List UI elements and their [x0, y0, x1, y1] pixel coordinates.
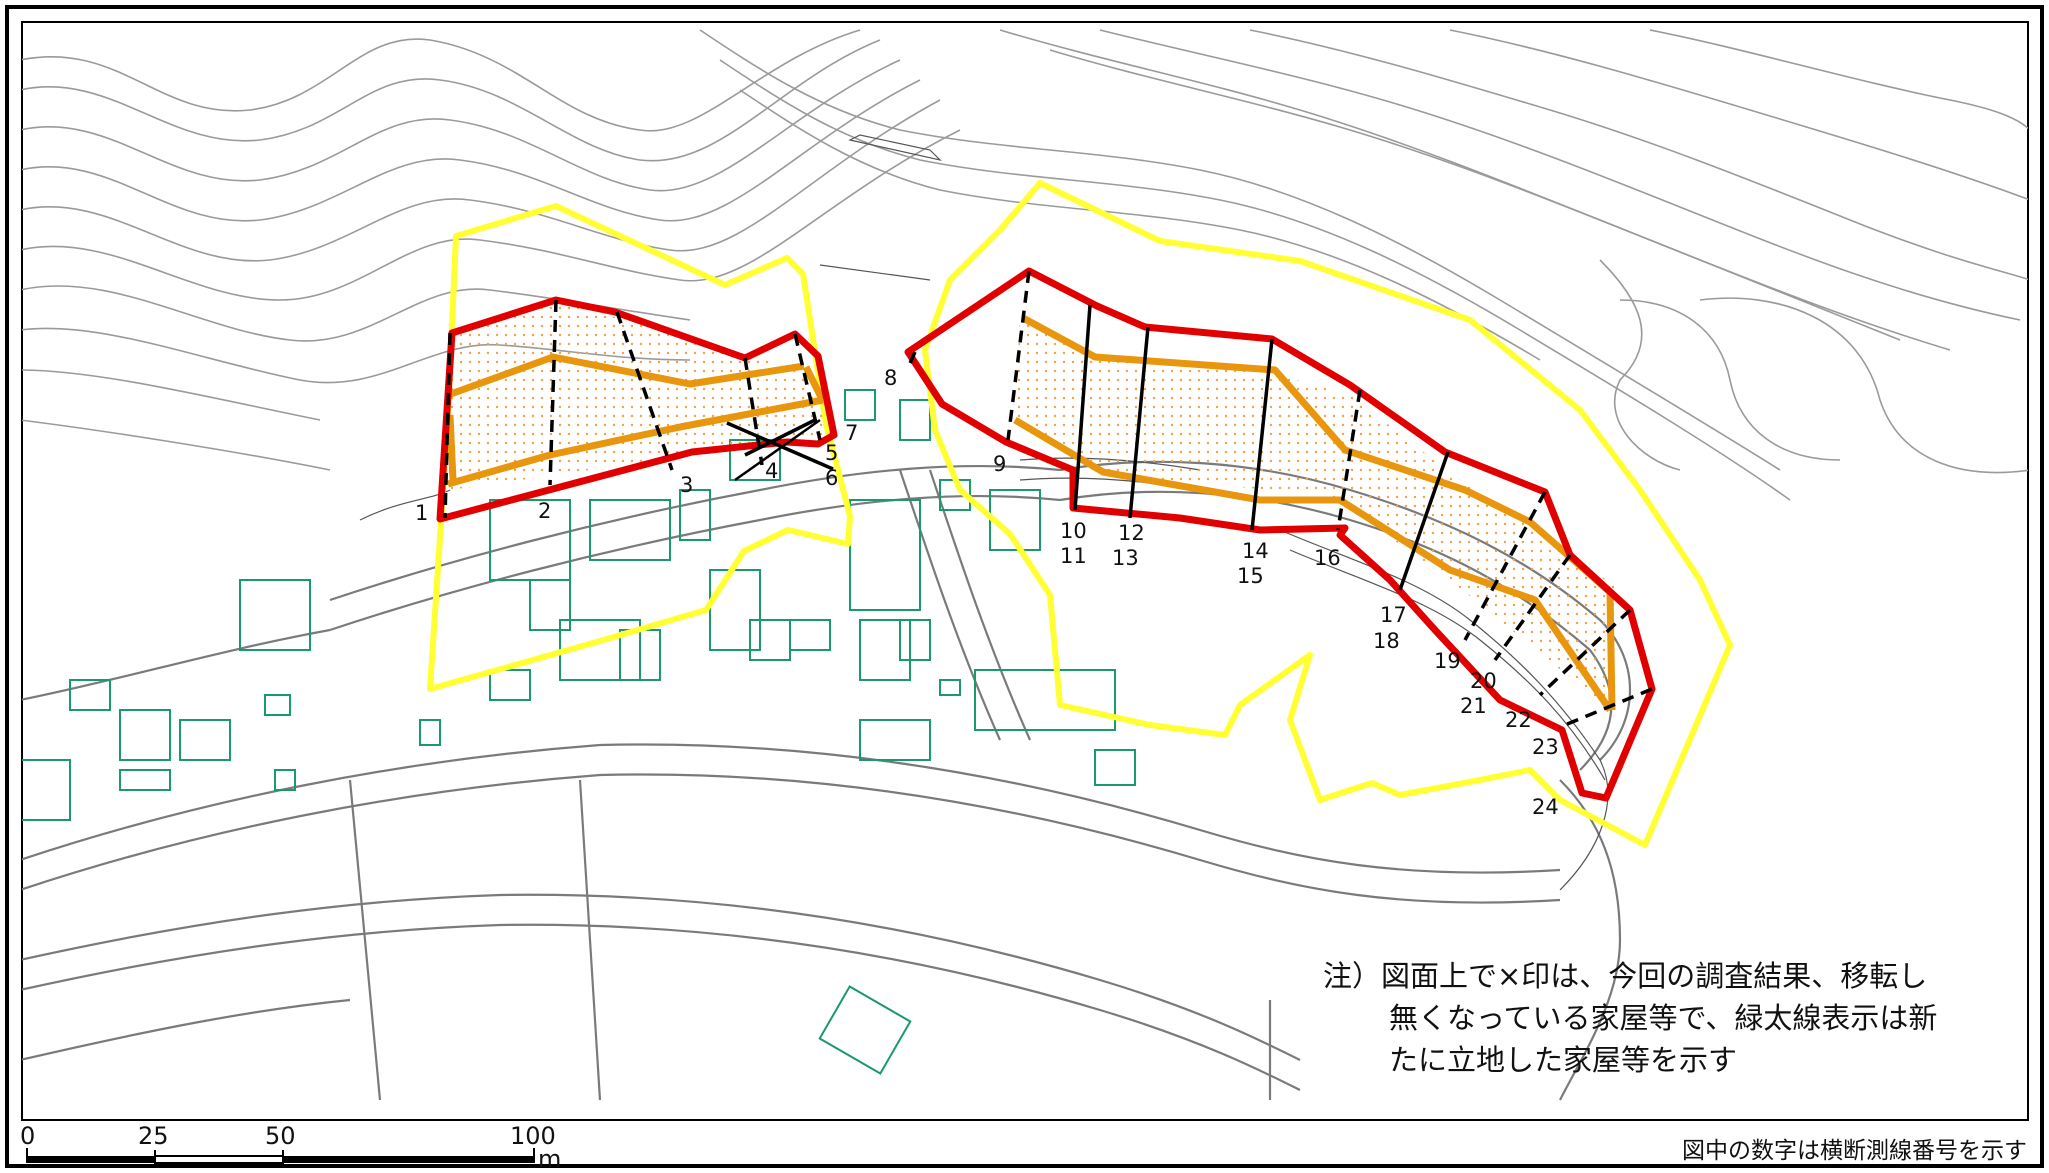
hatched-zone	[450, 300, 1620, 710]
section-label-19: 19	[1434, 649, 1461, 673]
note-line-3: たに立地した家屋等を示す	[1389, 1043, 1738, 1077]
section-label-20: 20	[1470, 669, 1497, 693]
section-label-1: 1	[415, 501, 428, 525]
section-label-6: 6	[825, 466, 838, 490]
section-number-labels: 1 2 3 4 5 6 7 8 9 10 11 12 13 14 15 16 1…	[415, 366, 1559, 819]
scale-tick-100: 100	[510, 1122, 556, 1150]
scale-tick-25: 25	[138, 1122, 169, 1150]
scale-tick-50: 50	[265, 1122, 296, 1150]
scale-tick-0: 0	[20, 1122, 36, 1150]
section-label-13: 13	[1112, 546, 1139, 570]
section-label-18: 18	[1373, 629, 1400, 653]
section-label-16: 16	[1314, 546, 1341, 570]
note-line-1: 注）図面上で×印は、今回の調査結果、移転し	[1323, 959, 1928, 993]
section-label-24: 24	[1532, 795, 1559, 819]
section-label-10: 10	[1060, 519, 1087, 543]
section-label-22: 22	[1505, 708, 1532, 732]
section-label-4: 4	[765, 459, 778, 483]
section-label-8: 8	[884, 366, 897, 390]
section-label-3: 3	[680, 473, 693, 497]
section-label-2: 2	[538, 499, 551, 523]
x-mark-icon	[726, 418, 834, 482]
scale-bar	[26, 1148, 535, 1164]
buildings	[22, 389, 1136, 1075]
section-label-14: 14	[1242, 539, 1269, 563]
scale-unit: m	[538, 1145, 562, 1173]
inner-boundary	[436, 267, 1656, 802]
section-label-15: 15	[1237, 564, 1264, 588]
section-label-7: 7	[845, 421, 858, 445]
map-note: 注）図面上で×印は、今回の調査結果、移転し 無くなっている家屋等で、緑太線表示は…	[1323, 955, 2043, 1081]
section-label-23: 23	[1532, 735, 1559, 759]
section-label-9: 9	[993, 452, 1006, 476]
contour-lines	[22, 29, 2028, 501]
section-label-21: 21	[1460, 694, 1487, 718]
outer-boundary	[427, 180, 1733, 848]
section-label-12: 12	[1118, 521, 1145, 545]
section-label-17: 17	[1380, 603, 1407, 627]
section-label-11: 11	[1060, 544, 1087, 568]
footer-note: 図中の数字は横断測線番号を示す	[1682, 1138, 2027, 1164]
map-border	[21, 21, 2029, 1121]
section-label-5: 5	[825, 441, 838, 465]
outer-frame	[5, 5, 2044, 1168]
note-line-2: 無くなっている家屋等で、緑太線表示は新	[1389, 1001, 1938, 1035]
